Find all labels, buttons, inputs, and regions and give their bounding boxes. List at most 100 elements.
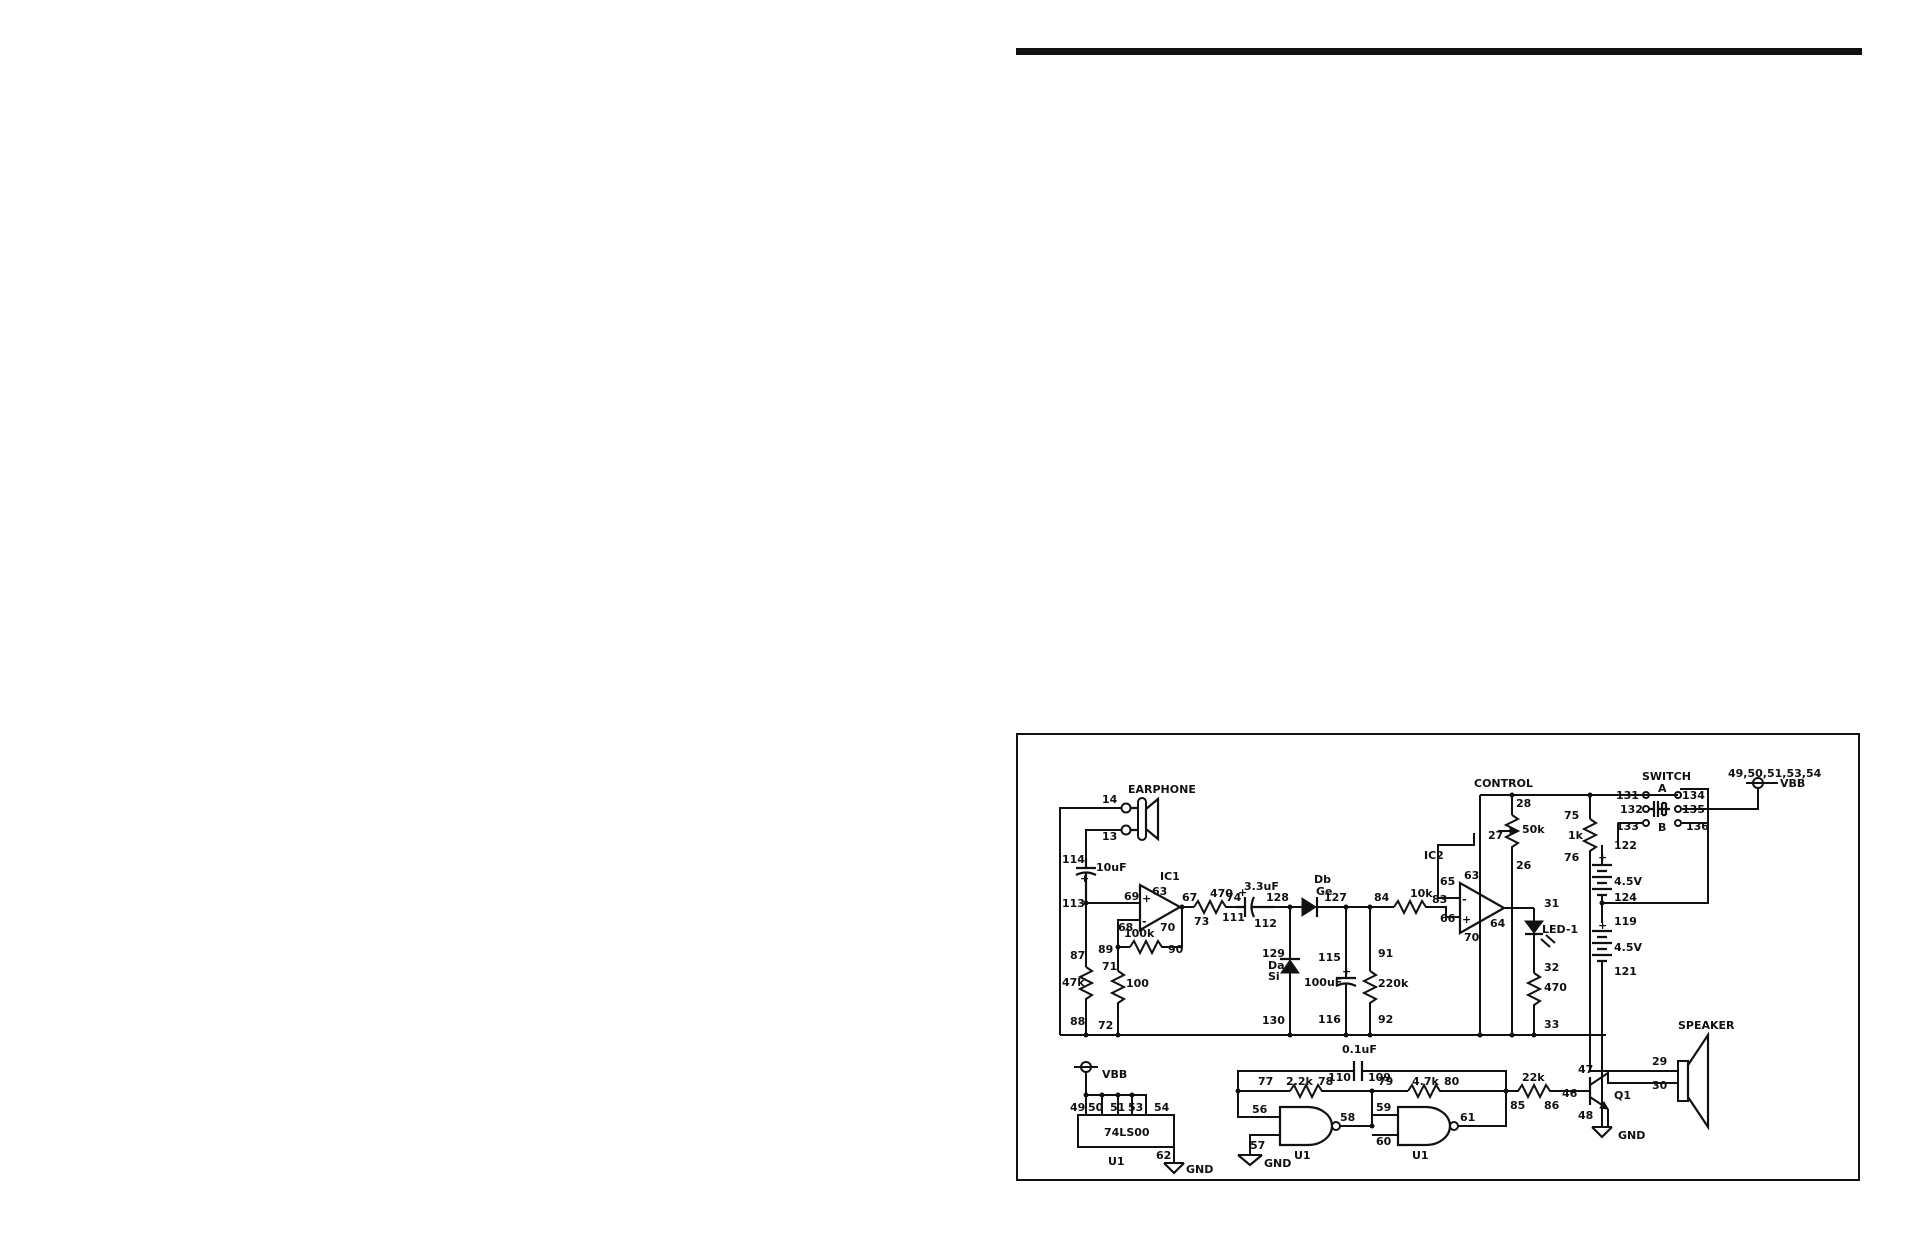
resistor-4-7k-label: 4.7k [1412,1075,1439,1088]
pin-69: 69 [1124,890,1139,903]
pin-83: 83 [1432,893,1447,906]
pin-129: 129 [1262,947,1285,960]
earphone-label: EARPHONE [1128,783,1196,796]
resistor-10k [1393,898,1460,918]
ic2-label: IC2 [1424,849,1444,862]
pin-130: 130 [1262,1014,1285,1027]
pin-133: 133 [1616,820,1639,833]
gnd-q1-label: GND [1618,1129,1645,1142]
pin-70a: 70 [1160,921,1176,934]
pin-63b: 63 [1464,869,1479,882]
pin-122: 122 [1614,839,1637,852]
op-amp-ic2 [1458,881,1507,935]
pin-131: 131 [1616,789,1639,802]
pin-63a: 63 [1152,885,1167,898]
battery-2 [1592,929,1612,963]
pin-109: 109 [1368,1071,1391,1084]
switch-label: SWITCH [1642,770,1691,783]
resistor-100k [1129,907,1183,956]
pin-47: 47 [1578,1063,1593,1076]
resistor-2-2k-label: 2.2k [1286,1075,1313,1088]
pin-57: 57 [1250,1139,1265,1152]
cap-10uf-label: 10uF [1096,861,1127,874]
symbol-mark: - [1462,893,1467,906]
cap-100uf-label: 100uF [1304,976,1342,989]
wire-earphone [1059,807,1121,1035]
vbb-pins-label: 49,50,51,53,54 [1728,767,1822,780]
pin-32: 32 [1544,961,1559,974]
pin-49: 49 [1070,1101,1085,1114]
pin-30: 30 [1652,1079,1668,1092]
q1-label: Q1 [1614,1089,1631,1102]
switch-b-label: B [1658,821,1666,834]
pin-86: 86 [1544,1099,1560,1112]
u1a-label: U1 [1294,1149,1311,1162]
pin-29: 29 [1652,1055,1667,1068]
symbol-mark: + [1598,851,1607,864]
pin-14: 14 [1102,793,1118,806]
resistor-220k [1361,970,1379,1035]
symbol-mark: - [1142,915,1147,928]
pin-115: 115 [1318,951,1341,964]
pin-66: 66 [1440,912,1456,925]
gnd-gate-label: GND [1264,1157,1291,1170]
cap-0-1uf-label: 0.1uF [1342,1043,1377,1056]
pin-33: 33 [1544,1018,1559,1031]
pin-60: 60 [1376,1135,1392,1148]
pin-71: 71 [1102,960,1117,973]
pin-58: 58 [1340,1111,1355,1124]
resistor-47k [1077,966,1095,1035]
resistor-10k-label: 10k [1410,887,1433,900]
symbol-mark: + [1462,913,1471,926]
pin-67: 67 [1182,891,1197,904]
pin-111: 111 [1222,911,1245,924]
pin-61: 61 [1460,1111,1475,1124]
pin-46: 46 [1562,1087,1578,1100]
u1b-label: U1 [1412,1149,1429,1162]
pin-53: 53 [1128,1101,1143,1114]
pin-119: 119 [1614,915,1637,928]
diode-db [1301,897,1319,917]
pin-64: 64 [1490,917,1506,930]
speaker-label: SPEAKER [1678,1019,1735,1032]
pin-113: 113 [1062,897,1085,910]
resistor-470b [1525,972,1543,1035]
pin-51: 51 [1110,1101,1125,1114]
pin-128: 128 [1266,891,1289,904]
resistor-470a-label: 470 [1210,887,1233,900]
symbol-mark: + [1598,919,1607,932]
pin-92: 92 [1378,1013,1393,1026]
vbb-terminal [1746,777,1778,789]
pin-114: 114 [1062,853,1085,866]
resistor-220k-label: 220k [1378,977,1409,990]
chip-74ls00 [1077,1114,1175,1148]
pin-89: 89 [1098,943,1113,956]
resistor-22k-base-label: 22k [1522,1071,1545,1084]
symbol-mark: + [1342,965,1351,978]
resistor-22k-base [1506,1082,1590,1100]
pin-136: 136 [1686,820,1709,833]
resistor-470b-label: 470 [1544,981,1567,994]
header-rule [1016,48,1862,55]
pin-26: 26 [1516,859,1532,872]
led-label: LED-1 [1542,923,1578,936]
schematic-frame: EARPHONE 14 13 114 + 10uF 113 87 47k 88 … [1016,733,1860,1181]
control-label: CONTROL [1474,777,1533,790]
vbb-terminal-2 [1074,1061,1098,1073]
resistor-100 [1109,970,1127,1035]
pin-50: 50 [1088,1101,1104,1114]
pin-65: 65 [1440,875,1455,888]
pin-127: 127 [1324,891,1347,904]
pin-116: 116 [1318,1013,1341,1026]
resistor-1k [1581,818,1678,1072]
cap-3-3uf-label: 3.3uF [1244,880,1279,893]
db-label: Db [1314,873,1331,886]
symbol-mark: + [1142,892,1151,905]
pin-13: 13 [1102,830,1117,843]
pin-85: 85 [1510,1099,1525,1112]
pin-68: 68 [1118,921,1133,934]
gnd-chip-label: GND [1186,1163,1213,1176]
pin-48: 48 [1578,1109,1593,1122]
pin-90: 90 [1168,943,1184,956]
pin-56: 56 [1252,1103,1268,1116]
